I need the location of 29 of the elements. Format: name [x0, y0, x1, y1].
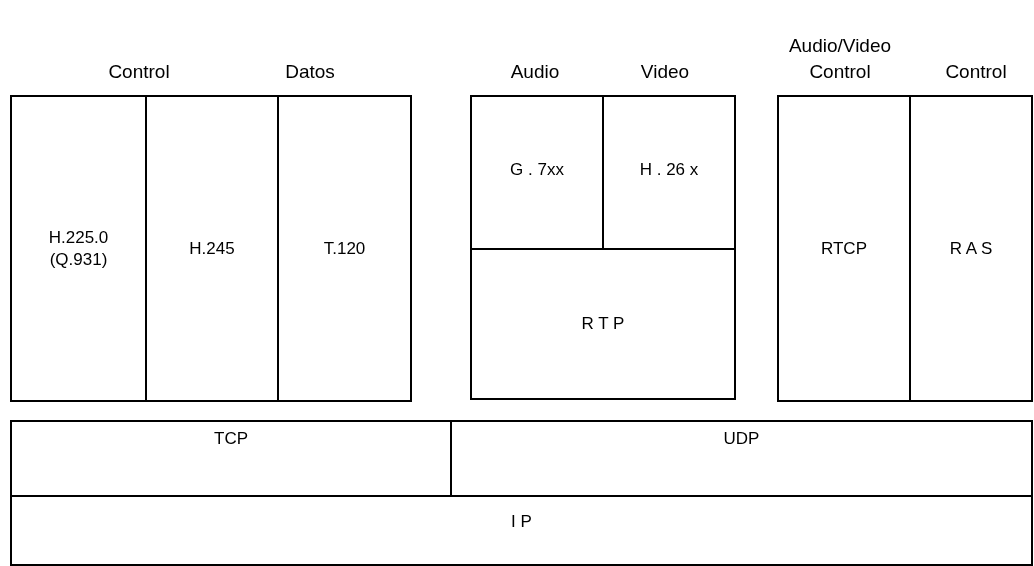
- protocol-box: [602, 95, 736, 250]
- protocol-name: TCP: [214, 428, 248, 450]
- column-heading: Video: [640, 60, 690, 84]
- protocol-name: R T P: [581, 313, 625, 335]
- protocol-name: T.120: [323, 237, 366, 260]
- column-heading: Control: [108, 60, 170, 84]
- protocol-name: H.225.0 (Q.931): [47, 226, 110, 271]
- column-heading: Audio/Video: [788, 34, 892, 58]
- column-heading: Audio: [510, 60, 560, 84]
- column-heading: Control: [945, 60, 1007, 84]
- protocol-name: I P: [511, 511, 532, 533]
- protocol-name: R A S: [949, 237, 993, 260]
- protocol-box: [10, 420, 452, 497]
- protocol-box: [145, 95, 279, 402]
- protocol-name: H.245: [189, 237, 235, 260]
- protocol-name: UDP: [723, 428, 760, 450]
- column-heading: Control: [809, 60, 871, 84]
- protocol-name: H . 26 x: [639, 159, 699, 181]
- column-heading: Datos: [285, 60, 335, 84]
- protocol-box: [470, 248, 736, 400]
- protocol-box: [450, 420, 1033, 497]
- protocol-name: RTCP: [821, 237, 867, 260]
- protocol-box: [470, 95, 604, 250]
- protocol-name: G . 7xx: [510, 159, 564, 181]
- protocol-box: [10, 495, 1033, 566]
- protocol-box: [777, 95, 911, 402]
- protocol-box: [277, 95, 412, 402]
- protocol-box: [10, 95, 147, 402]
- protocol-box: [909, 95, 1033, 402]
